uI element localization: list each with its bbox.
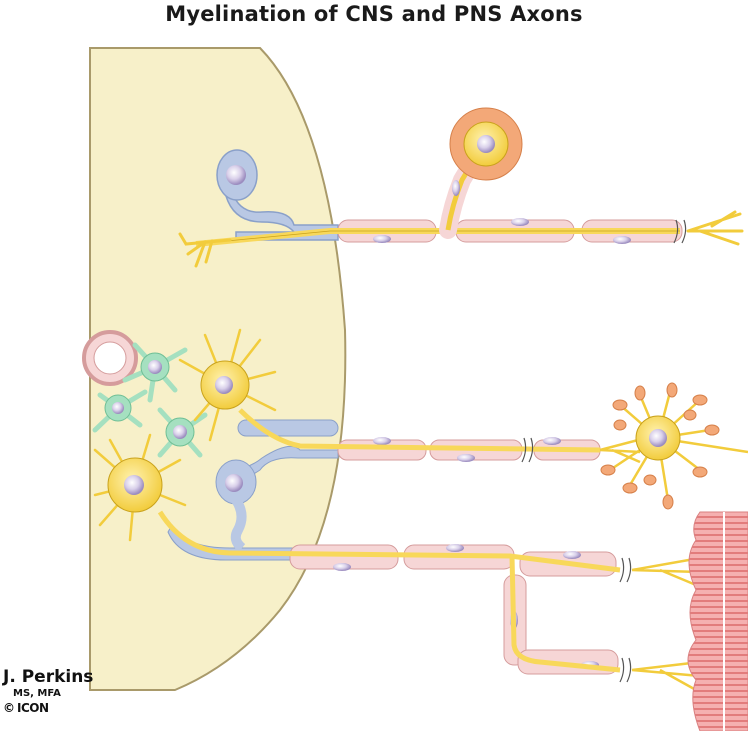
copyright-line: © ICON	[3, 700, 93, 716]
oligodendrocyte-nucleus	[226, 165, 246, 185]
artist-name: J. Perkins	[3, 667, 94, 687]
diagram-title: Myelination of CNS and PNS Axons	[165, 2, 583, 26]
artist-degrees: MS, MFA	[13, 688, 61, 699]
sensory-neuron-nucleus	[477, 135, 495, 153]
bottom-axon-group	[93, 433, 748, 731]
autonomic-ganglion	[600, 382, 748, 510]
satellite-cells-top	[449, 107, 523, 181]
skeletal-muscle	[687, 511, 748, 731]
top-axon-group	[178, 107, 744, 268]
middle-axon-group	[82, 328, 748, 510]
publisher-logo: ICON	[17, 701, 49, 715]
artist-credit: J. Perkins MS, MFA © ICON	[3, 667, 93, 716]
copyright-symbol: ©	[3, 701, 15, 715]
